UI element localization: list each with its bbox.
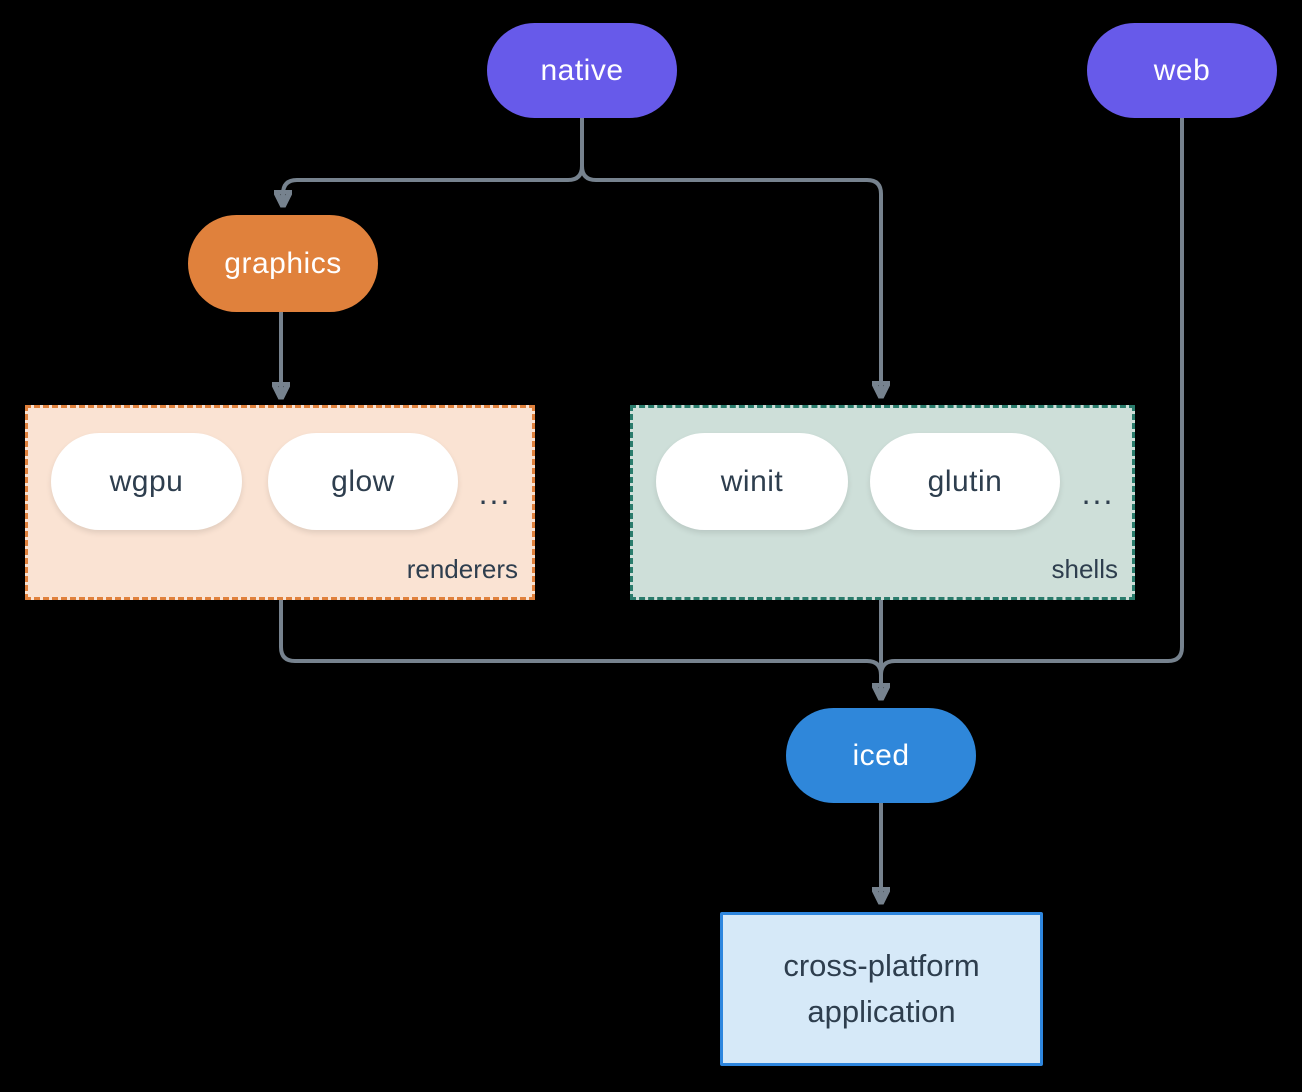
node-glow-label: glow bbox=[331, 464, 395, 498]
edge-native-to-shells bbox=[580, 118, 881, 397]
node-application-line2: application bbox=[807, 994, 956, 1029]
edge-native-to-graphics bbox=[283, 118, 584, 206]
edge-renderers-to-iced bbox=[279, 600, 883, 684]
node-glutin: glutin bbox=[870, 433, 1060, 530]
group-shells: winit glutin ... shells bbox=[630, 405, 1135, 600]
node-iced-label: iced bbox=[852, 738, 910, 772]
node-glow: glow bbox=[268, 433, 458, 530]
node-application: cross-platform application bbox=[720, 912, 1043, 1066]
node-glutin-label: glutin bbox=[927, 464, 1003, 498]
node-application-line1: cross-platform bbox=[783, 947, 980, 983]
node-winit-label: winit bbox=[720, 464, 784, 498]
group-shells-label: shells bbox=[1051, 554, 1118, 584]
node-wgpu: wgpu bbox=[51, 433, 242, 530]
group-renderers-label: renderers bbox=[406, 554, 518, 584]
shells-ellipsis: ... bbox=[1081, 474, 1115, 511]
node-graphics: graphics bbox=[188, 215, 378, 312]
node-winit: winit bbox=[656, 433, 848, 530]
node-native: native bbox=[487, 23, 677, 118]
node-web: web bbox=[1087, 23, 1277, 118]
renderers-ellipsis: ... bbox=[478, 474, 512, 511]
group-renderers: wgpu glow ... renderers bbox=[25, 405, 535, 600]
node-wgpu-label: wgpu bbox=[109, 464, 184, 498]
node-iced: iced bbox=[786, 708, 976, 803]
node-native-label: native bbox=[540, 53, 624, 87]
node-web-label: web bbox=[1153, 53, 1211, 87]
node-graphics-label: graphics bbox=[224, 246, 342, 280]
